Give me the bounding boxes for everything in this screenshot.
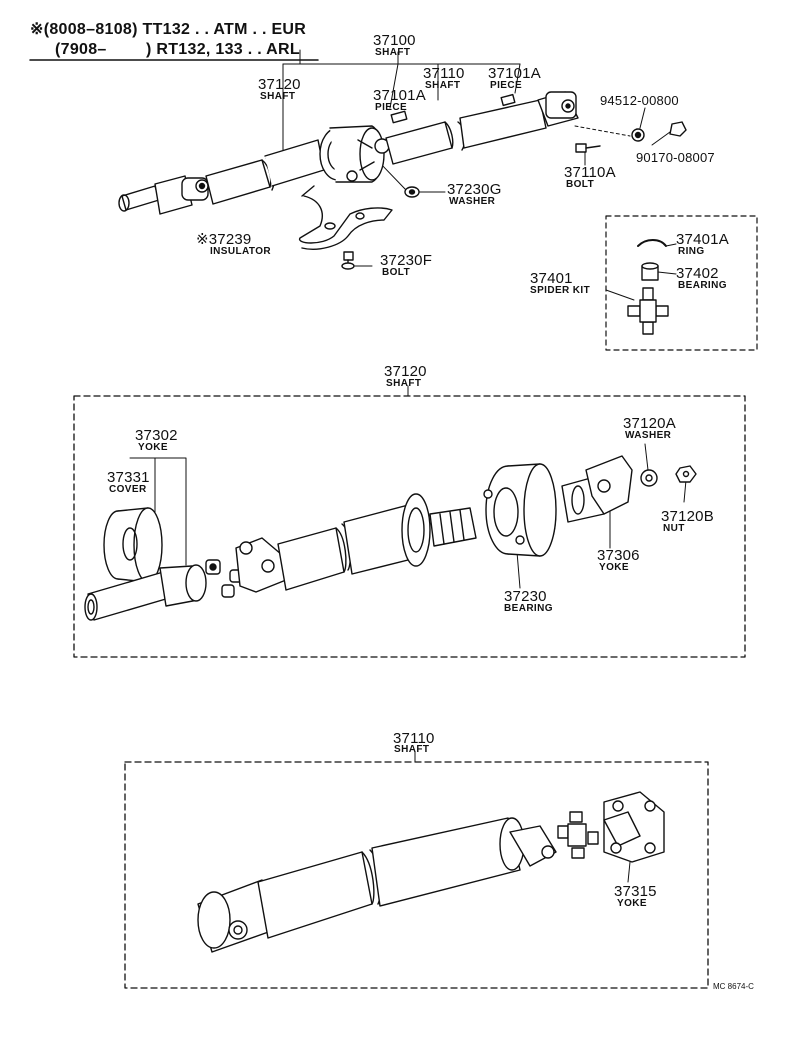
label-37315-name: YOKE	[617, 898, 647, 909]
middle-flange-yoke	[561, 455, 633, 523]
top-mid-tube	[374, 93, 547, 165]
label-37120-name: SHAFT	[260, 91, 296, 102]
bottom-assembly	[124, 751, 709, 989]
header-line-1: ※(8008–8108) TT132 . . ATM . . EUR	[30, 21, 307, 38]
label-37239-number: ※37239	[196, 231, 252, 248]
label-37110-number: 37110	[423, 65, 465, 82]
label-37302-name: YOKE	[138, 442, 168, 453]
middle-cover	[103, 507, 163, 583]
bottom-left-yoke	[197, 879, 275, 953]
label-37101a-left-name: PIECE	[375, 102, 408, 113]
middle-washer-nut	[640, 465, 697, 487]
label-94512-number: 94512-00800	[600, 93, 679, 108]
label-37100-number: 37100	[373, 32, 416, 49]
label-37239-name: INSULATOR	[210, 246, 272, 257]
top-assembly	[118, 49, 758, 351]
label-37110-bottom-number: 37110	[393, 730, 435, 747]
label-37120b-number: 37120B	[661, 508, 714, 525]
label-37120-mid-number: 37120	[384, 363, 427, 380]
label-37110a-number: 37110A	[564, 164, 616, 181]
label-37402-name: BEARING	[678, 280, 727, 291]
label-37401-number: 37401	[530, 270, 573, 287]
bottom-right-yoke	[509, 825, 557, 867]
header-line-2-b: ) RT132, 133 . . ARL	[146, 41, 300, 58]
middle-slip-yoke	[84, 564, 207, 621]
spider-kit-box	[605, 215, 758, 351]
top-washer	[404, 186, 420, 198]
label-37120-number: 37120	[258, 76, 301, 93]
label-37110-name: SHAFT	[425, 80, 461, 91]
top-bolt	[341, 251, 355, 270]
label-37331-name: COVER	[109, 484, 147, 495]
header-line-2-a: (7908–	[55, 41, 107, 58]
label-37110-bottom-name: SHAFT	[394, 744, 430, 755]
middle-bearing	[429, 463, 557, 557]
top-left-yoke	[118, 175, 209, 215]
label-37315-number: 37315	[614, 883, 657, 900]
top-right-flange	[537, 91, 579, 127]
label-37302-number: 37302	[135, 427, 178, 444]
bottom-spider	[557, 811, 599, 859]
label-37401-name: SPIDER KIT	[530, 285, 591, 296]
top-insulator	[299, 185, 393, 250]
label-37101a-right-name: PIECE	[490, 80, 523, 91]
top-center-bearing	[319, 125, 385, 183]
label-37230g-number: 37230G	[447, 181, 502, 198]
label-37120a-number: 37120A	[623, 415, 676, 432]
top-fasteners	[575, 121, 687, 153]
middle-ujoint	[205, 537, 289, 598]
label-37230f-name: BOLT	[382, 267, 411, 278]
label-37306-name: YOKE	[599, 562, 629, 573]
label-90170-number: 90170-08007	[636, 150, 715, 165]
label-37331-number: 37331	[107, 469, 150, 486]
label-37120a-name: WASHER	[625, 430, 672, 441]
label-37101a-left-number: 37101A	[373, 87, 426, 104]
label-37402-number: 37402	[676, 265, 719, 282]
label-37401a-number: 37401A	[676, 231, 729, 248]
drawing-code: MC 8674-C	[713, 982, 754, 991]
label-37100-name: SHAFT	[375, 47, 411, 58]
bottom-flange-yoke	[603, 791, 665, 863]
label-37110a-name: BOLT	[566, 179, 595, 190]
label-37120b-name: NUT	[663, 523, 685, 534]
label-37230-number: 37230	[504, 588, 547, 605]
label-37230g-name: WASHER	[449, 196, 496, 207]
label-37230f-number: 37230F	[380, 252, 433, 269]
bottom-tube	[257, 817, 525, 939]
label-37230-name: BEARING	[504, 603, 553, 614]
middle-tube	[277, 493, 431, 591]
label-37401a-name: RING	[678, 246, 705, 257]
label-37120-mid-name: SHAFT	[386, 378, 422, 389]
middle-assembly	[73, 385, 746, 658]
label-37101a-right-number: 37101A	[488, 65, 541, 82]
top-left-tube	[205, 139, 325, 205]
label-37306-number: 37306	[597, 547, 640, 564]
middle-leaders	[129, 443, 687, 589]
